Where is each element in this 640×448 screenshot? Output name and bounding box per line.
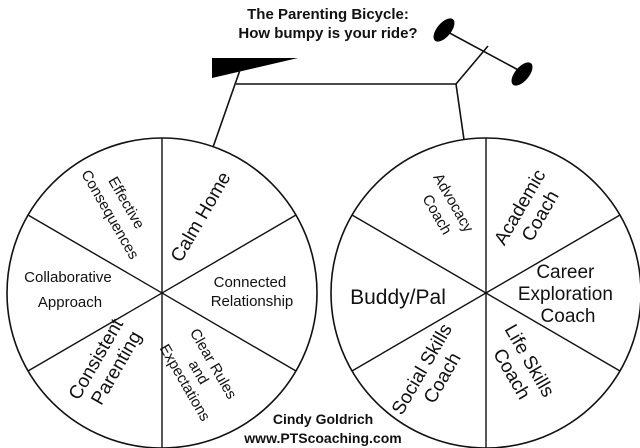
handlebar-grip-right (511, 62, 533, 86)
back-wheel: Advocacy Coach Academic Coach Buddy/Pal … (330, 137, 640, 448)
front-wheel: Effective Consequences Calm Home Collabo… (6, 137, 318, 448)
back-label-buddy-pal: Buddy/Pal (350, 286, 446, 309)
front-label-collaborative-approach: Collaborative Approach (24, 269, 116, 311)
handlebar-stem (455, 45, 489, 85)
front-spoke (27, 214, 297, 372)
text-line: Approach (38, 294, 102, 311)
credit-name: Cindy Goldrich (273, 411, 373, 427)
title-line-2: How bumpy is your ride? (238, 25, 417, 42)
back-spoke (351, 214, 621, 372)
text-line: Connected (214, 274, 287, 291)
text-line: Exploration (518, 284, 613, 305)
bicycle-seat (212, 58, 298, 78)
back-label-career-coach: Career Exploration Coach (518, 262, 618, 327)
handlebar (443, 29, 523, 73)
title-line-1: The Parenting Bicycle: (247, 6, 409, 23)
text-line: Coach (541, 306, 596, 327)
text-line: Career (536, 262, 595, 283)
text-line: Relationship (211, 293, 294, 310)
handlebar-grip-left (433, 18, 455, 42)
credit-url: www.PTScoaching.com (243, 430, 401, 446)
front-label-connected-relationship: Connected Relationship (211, 274, 294, 310)
text-line: Collaborative (24, 269, 112, 286)
